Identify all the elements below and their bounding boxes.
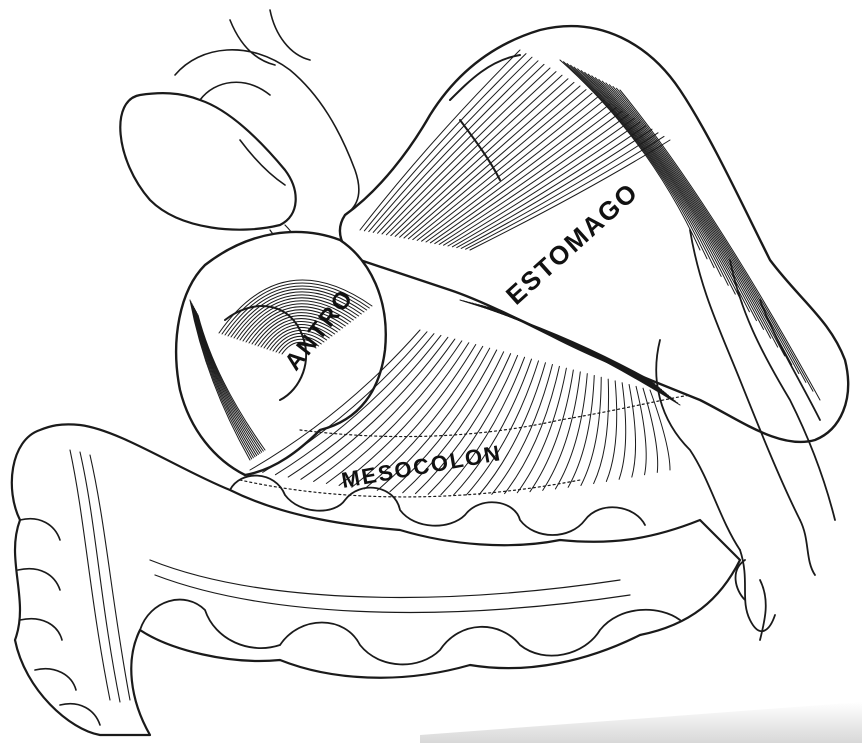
duodenum <box>120 10 359 262</box>
page-edge-shadow <box>420 702 862 743</box>
label-mesocolon: MESOCOLON <box>340 440 504 493</box>
mesocolon-lower-boundary <box>240 480 580 497</box>
